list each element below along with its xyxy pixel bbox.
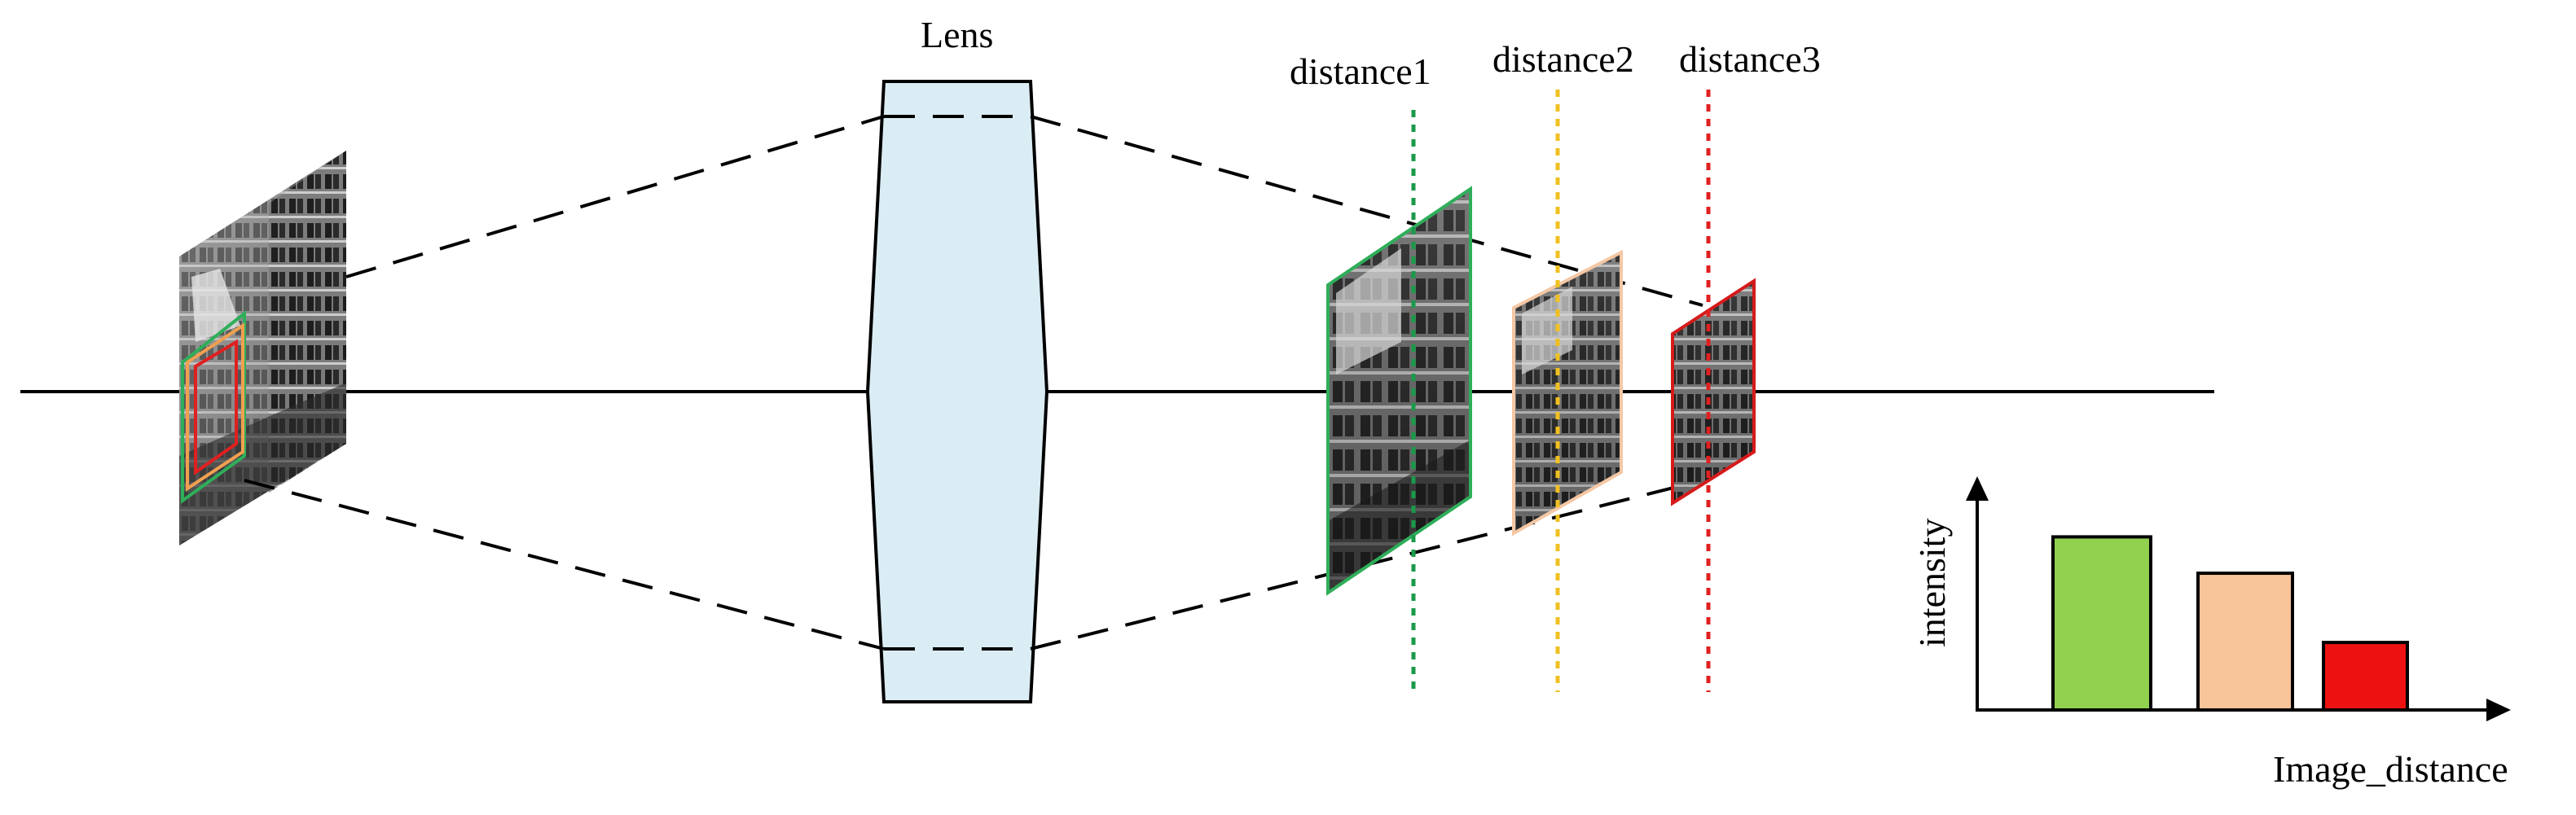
chart-y-label: intensity bbox=[1911, 519, 1953, 647]
bar-distance1 bbox=[2051, 535, 2152, 712]
image-plane-3 bbox=[1671, 278, 1756, 506]
image-frame-green bbox=[1326, 186, 1472, 596]
image-plane-2 bbox=[1512, 249, 1623, 537]
intensity-bar-chart: intensity Image_distance bbox=[1911, 476, 2511, 790]
object-frame-green bbox=[181, 309, 246, 504]
chart-x-label: Image_distance bbox=[2273, 748, 2508, 790]
lens-label: Lens bbox=[921, 14, 993, 55]
object-frame-red bbox=[194, 339, 238, 475]
image-frame-peach bbox=[1512, 249, 1623, 537]
lens bbox=[865, 80, 1049, 703]
distance2-label: distance2 bbox=[1492, 38, 1634, 80]
chart-y-arrow bbox=[1966, 476, 1989, 501]
object-image bbox=[179, 151, 346, 546]
image-plane-1 bbox=[1326, 186, 1472, 596]
object-frame-orange bbox=[186, 322, 244, 492]
chart-x-arrow bbox=[2486, 699, 2511, 721]
distance1-label: distance1 bbox=[1290, 50, 1431, 92]
distance3-label: distance3 bbox=[1679, 38, 1821, 80]
bar-distance3 bbox=[2322, 641, 2409, 712]
image-frame-red bbox=[1671, 278, 1756, 506]
bar-distance2 bbox=[2196, 572, 2294, 712]
